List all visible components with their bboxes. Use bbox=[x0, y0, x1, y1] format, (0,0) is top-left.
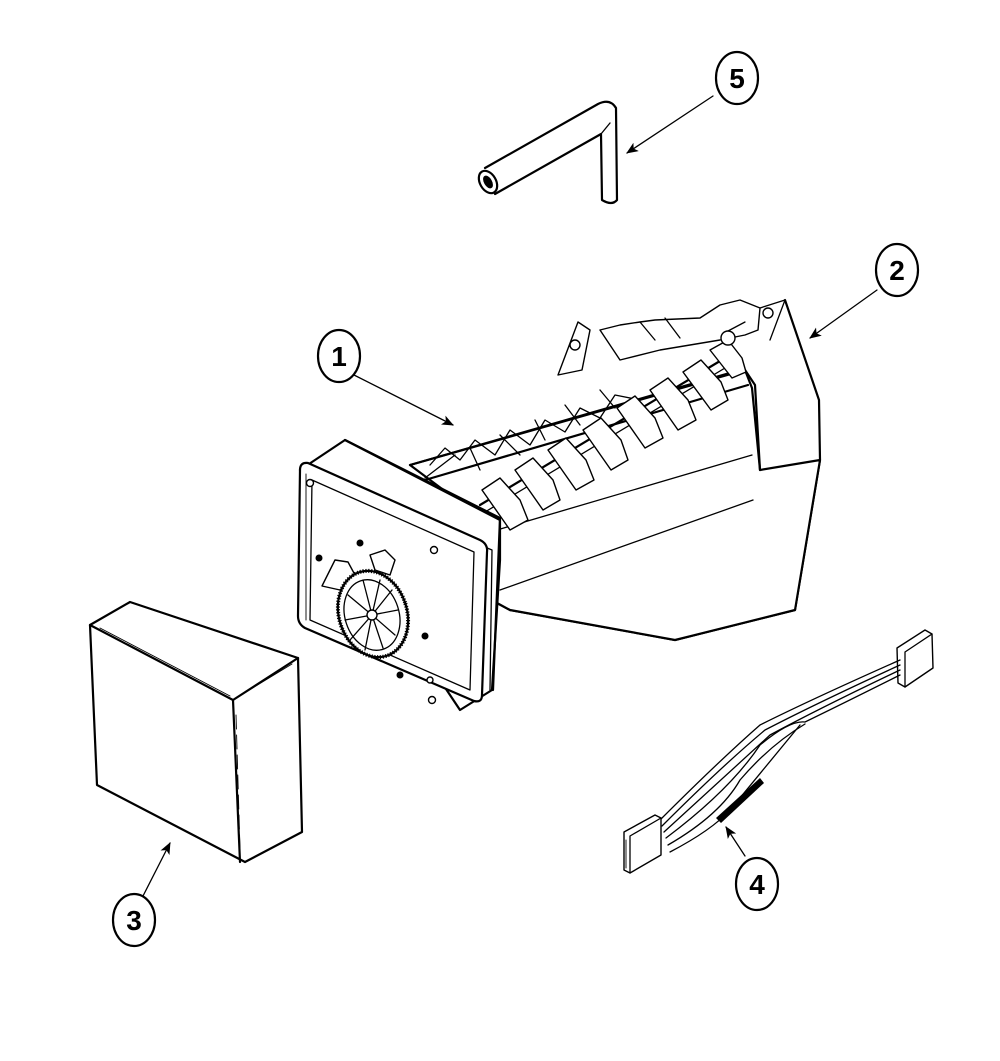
callout-2: 2 bbox=[874, 242, 920, 298]
timer-gear bbox=[321, 549, 411, 660]
cover bbox=[88, 600, 304, 864]
callout-5: 5 bbox=[714, 50, 760, 106]
callout-label: 3 bbox=[126, 905, 142, 936]
callout-label: 5 bbox=[729, 63, 745, 94]
callout-4: 4 bbox=[734, 856, 780, 912]
ejector-blades bbox=[481, 339, 747, 531]
leader-lines bbox=[142, 95, 878, 897]
ice-maker-assembly bbox=[296, 299, 822, 712]
callout-label: 2 bbox=[889, 255, 905, 286]
callout-3: 3 bbox=[111, 892, 157, 948]
callout-label: 1 bbox=[331, 341, 347, 372]
callout-1: 1 bbox=[316, 328, 362, 384]
fill-tube bbox=[477, 100, 619, 205]
wire-harness bbox=[623, 629, 934, 874]
callout-label: 4 bbox=[749, 869, 765, 900]
